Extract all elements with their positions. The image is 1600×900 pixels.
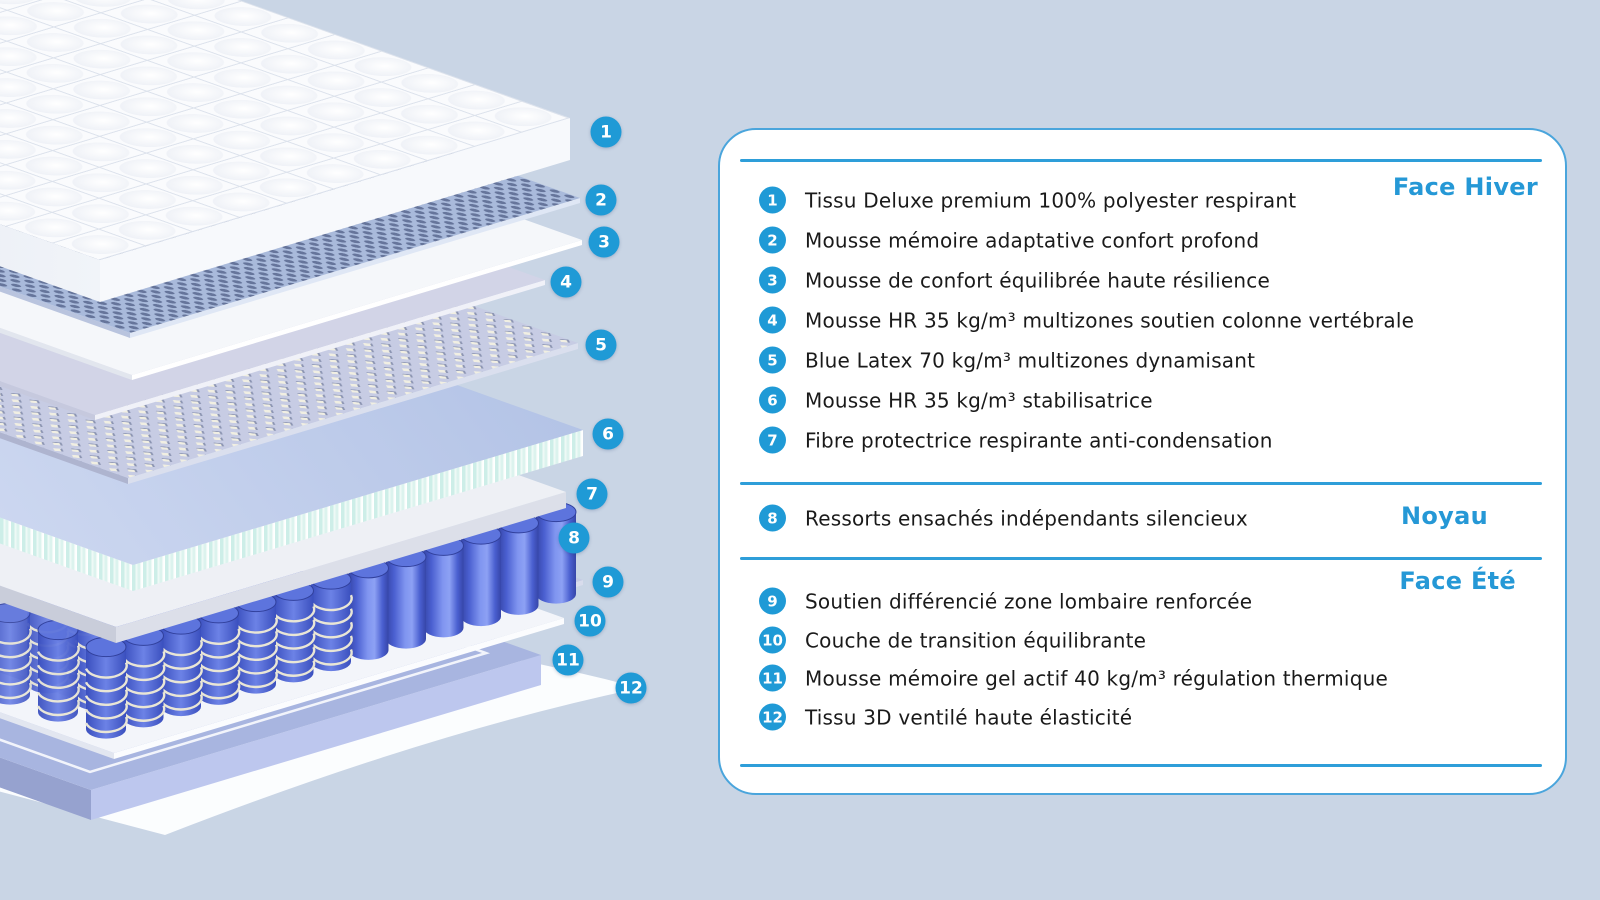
legend-panel — [718, 128, 1567, 795]
legend-item-7: 7 Fibre protectrice respirante anti-cond… — [759, 426, 1273, 454]
diagram-badge-4: 4 — [550, 266, 582, 298]
diagram-badge-7: 7 — [576, 478, 608, 510]
diagram-badge-6: 6 — [592, 418, 624, 450]
legend-item-12: 12 Tissu 3D ventilé haute élasticité — [759, 703, 1133, 731]
section-title-face-hiver: Face Hiver — [1392, 173, 1538, 201]
diagram-badge-10: 10 — [574, 605, 606, 637]
diagram-badge-11: 11 — [552, 644, 584, 676]
separator-line-2 — [740, 482, 1542, 485]
legend-item-text: Mousse de confort équilibrée haute résil… — [805, 268, 1270, 292]
diagram-badge-3: 3 — [588, 226, 620, 258]
diagram-badge-9: 9 — [592, 566, 624, 598]
legend-item-10: 10 Couche de transition équilibrante — [759, 626, 1147, 654]
separator-line-4 — [740, 764, 1542, 767]
separator-line-1 — [740, 159, 1542, 162]
legend-item-3: 3 Mousse de confort équilibrée haute rés… — [759, 266, 1270, 294]
diagram-badge-12: 12 — [615, 672, 647, 704]
legend-item-text: Blue Latex 70 kg/m³ multizones dynamisan… — [805, 348, 1256, 372]
legend-item-badge: 9 — [759, 587, 786, 615]
legend-item-badge: 5 — [759, 346, 786, 374]
legend-item-badge: 3 — [759, 266, 786, 294]
legend-item-text: Mousse HR 35 kg/m³ stabilisatrice — [805, 388, 1153, 412]
legend-item-badge: 8 — [759, 504, 786, 532]
legend-item-badge: 10 — [759, 626, 786, 654]
legend-item-9: 9 Soutien différencié zone lombaire renf… — [759, 587, 1253, 615]
legend-item-text: Mousse HR 35 kg/m³ multizones soutien co… — [805, 308, 1415, 332]
section-title-face-ete: Face Été — [1399, 567, 1516, 595]
diagram-badge-1: 1 — [590, 116, 622, 148]
legend-item-badge: 11 — [759, 664, 786, 692]
section-title-noyau: Noyau — [1401, 502, 1488, 530]
legend-item-badge: 2 — [759, 226, 786, 254]
legend-item-text: Couche de transition équilibrante — [805, 628, 1147, 652]
separator-line-3 — [740, 557, 1542, 560]
diagram-badge-2: 2 — [585, 184, 617, 216]
legend-item-badge: 7 — [759, 426, 786, 454]
legend-item-text: Mousse mémoire adaptative confort profon… — [805, 228, 1260, 252]
legend-item-text: Mousse mémoire gel actif 40 kg/m³ régula… — [805, 666, 1388, 690]
legend-item-6: 6 Mousse HR 35 kg/m³ stabilisatrice — [759, 386, 1153, 414]
legend-item-text: Tissu 3D ventilé haute élasticité — [805, 705, 1133, 729]
legend-item-badge: 6 — [759, 386, 786, 414]
legend-item-1: 1 Tissu Deluxe premium 100% polyester re… — [759, 186, 1297, 214]
legend-item-text: Fibre protectrice respirante anti-conden… — [805, 428, 1273, 452]
legend-item-5: 5 Blue Latex 70 kg/m³ multizones dynamis… — [759, 346, 1256, 374]
diagram-badge-5: 5 — [585, 329, 617, 361]
legend-item-text: Soutien différencié zone lombaire renfor… — [805, 589, 1253, 613]
legend-item-text: Ressorts ensachés indépendants silencieu… — [805, 506, 1248, 530]
diagram-badge-8: 8 — [558, 522, 590, 554]
legend-item-badge: 1 — [759, 186, 786, 214]
legend-item-text: Tissu Deluxe premium 100% polyester resp… — [805, 188, 1297, 212]
legend-item-8: 8 Ressorts ensachés indépendants silenci… — [759, 504, 1248, 532]
legend-item-4: 4 Mousse HR 35 kg/m³ multizones soutien … — [759, 306, 1415, 334]
legend-item-badge: 12 — [759, 703, 786, 731]
legend-item-badge: 4 — [759, 306, 786, 334]
legend-item-11: 11 Mousse mémoire gel actif 40 kg/m³ rég… — [759, 664, 1388, 692]
legend-item-2: 2 Mousse mémoire adaptative confort prof… — [759, 226, 1260, 254]
